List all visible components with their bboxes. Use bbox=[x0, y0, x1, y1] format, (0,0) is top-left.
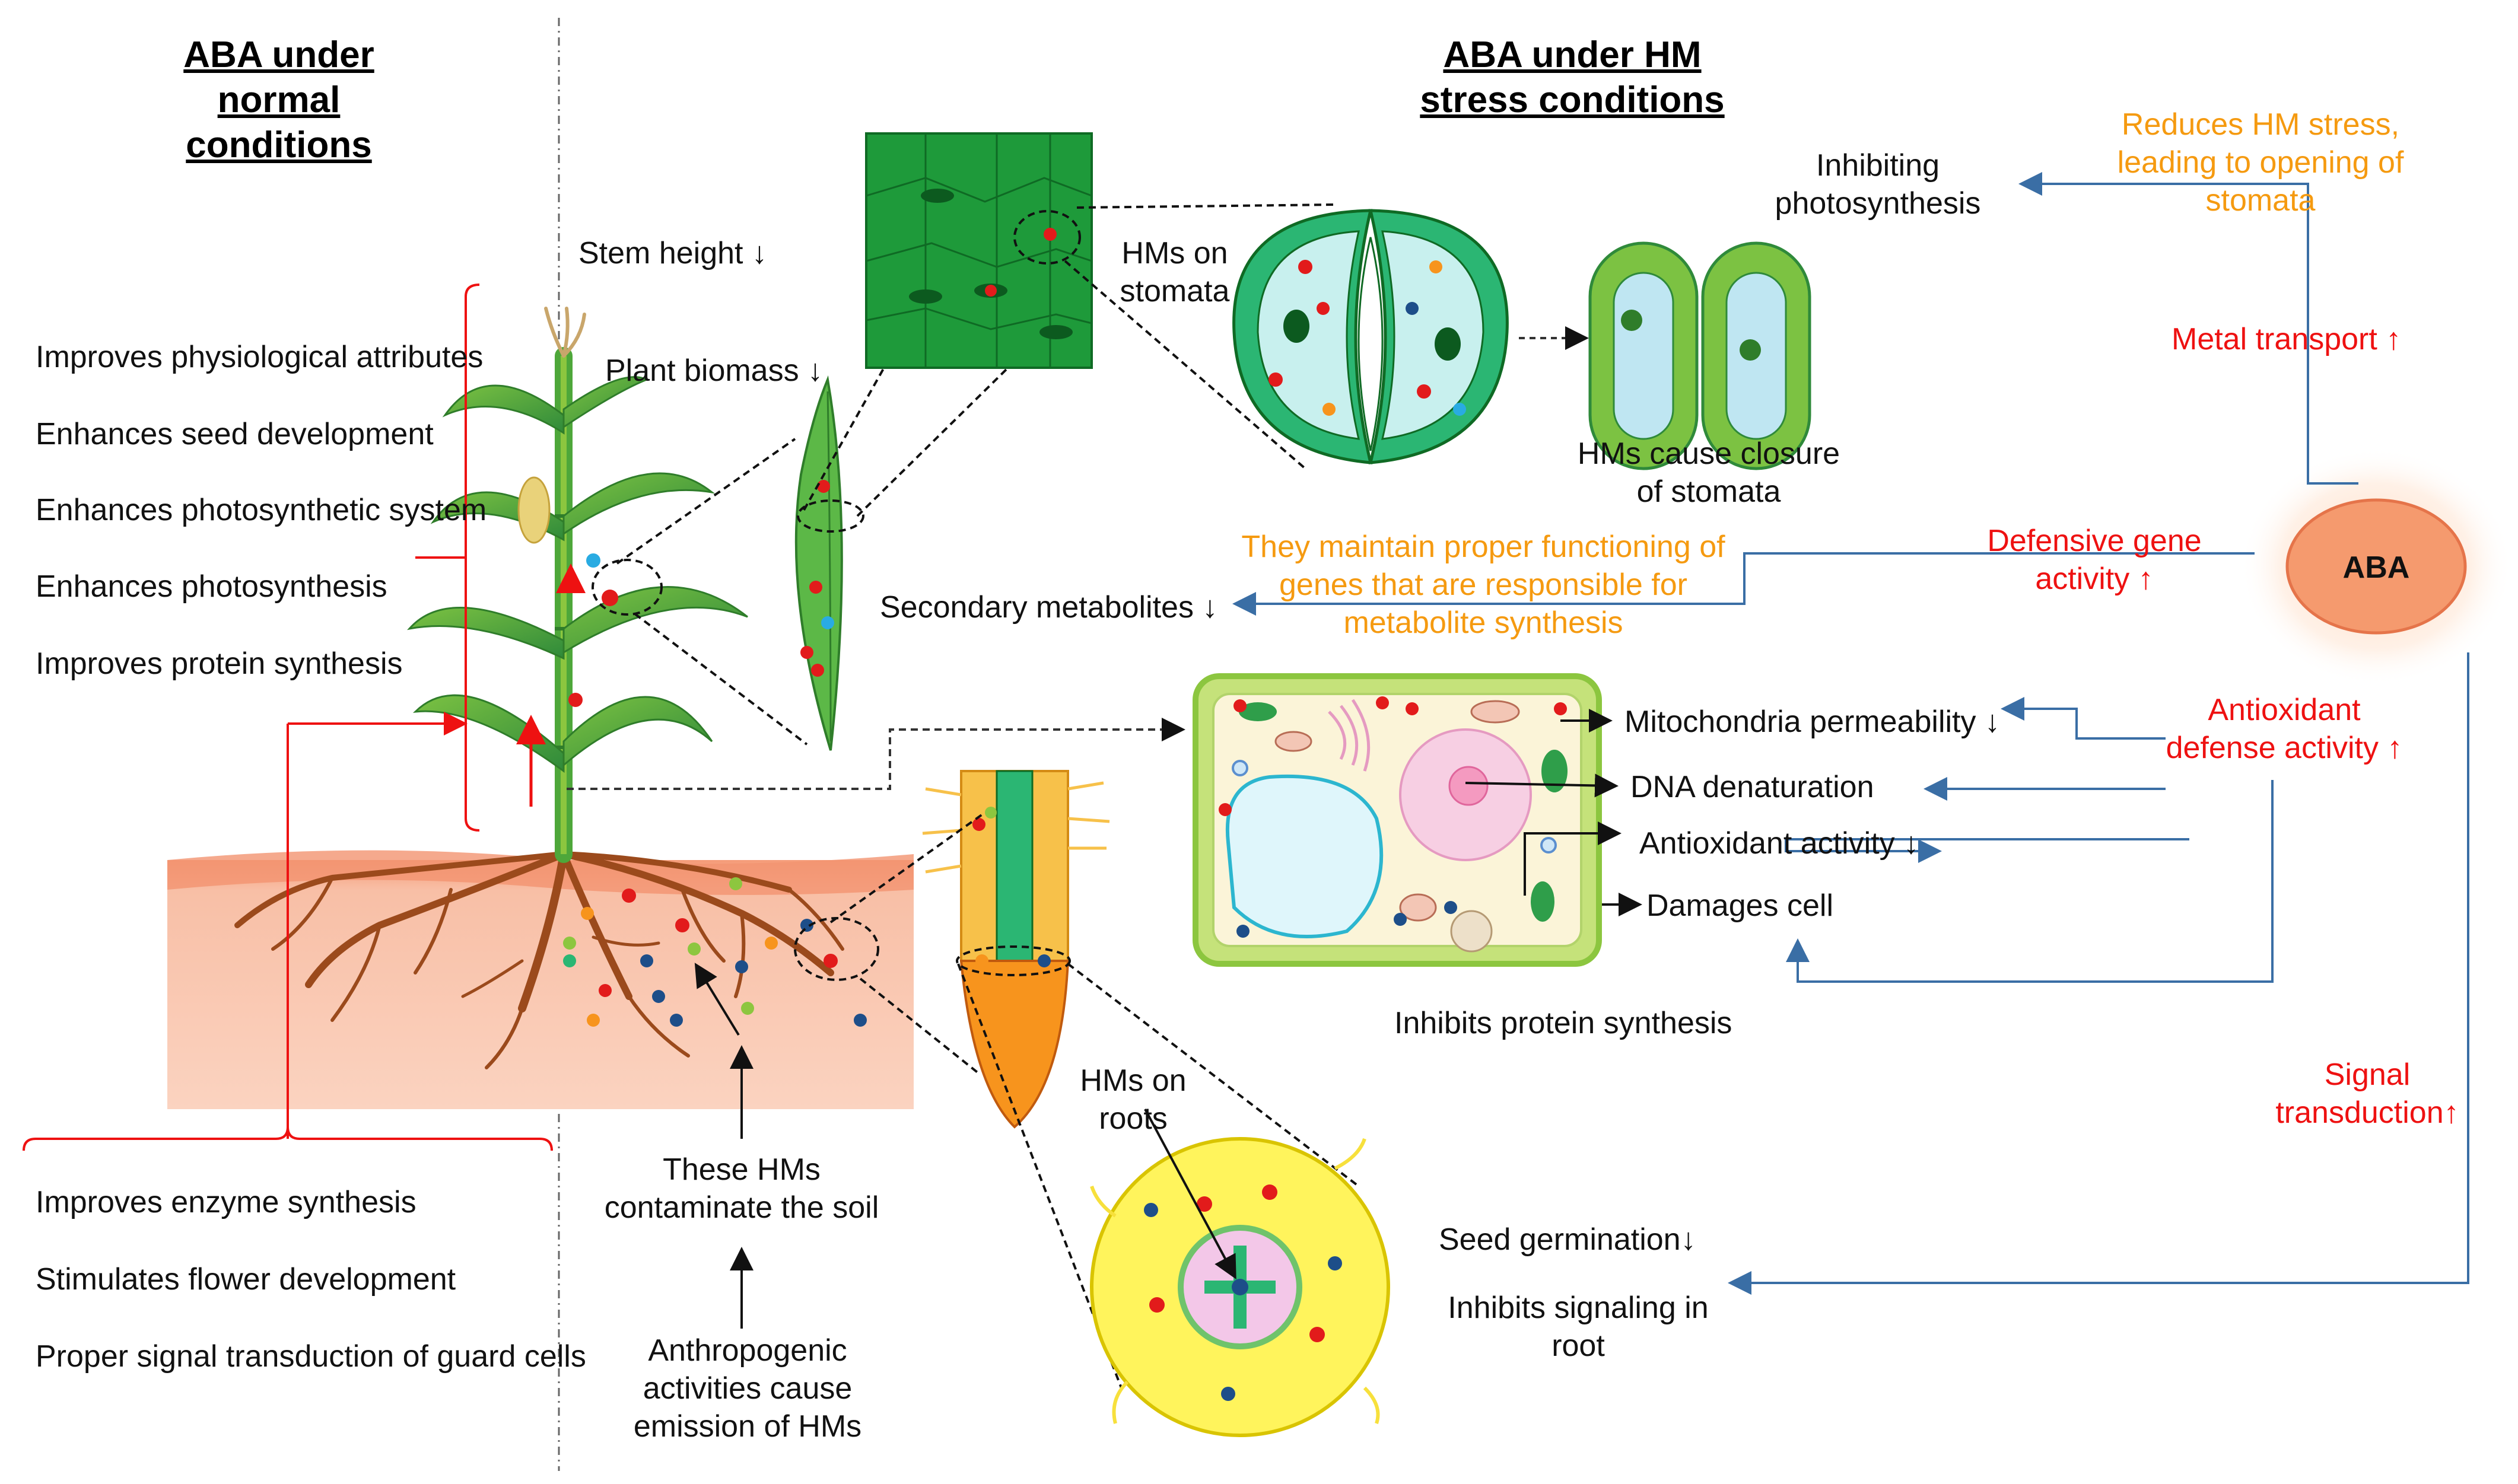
seed-germination-label: Seed germination↓ bbox=[1439, 1222, 1696, 1257]
antioxidant-defense-label: Antioxidant defense activity ↑ bbox=[2166, 693, 2403, 765]
aba-connectors bbox=[1232, 172, 2469, 1295]
stem-height-label: Stem height ↓ bbox=[578, 236, 767, 270]
reduces-stress-label: Reduces HM stress, leading to opening of… bbox=[2117, 107, 2404, 218]
benefit-item: Stimulates flower development bbox=[36, 1262, 456, 1297]
soil bbox=[167, 850, 914, 1109]
benefit-brackets bbox=[23, 284, 553, 1151]
mitochondria-permeability-label: Mitochondria permeability ↓ bbox=[1624, 705, 2000, 739]
plant-leaves bbox=[407, 376, 748, 773]
hms-closure-label: HMs cause closure of stomata bbox=[1577, 437, 1840, 509]
stomata-closed bbox=[1588, 241, 1811, 470]
inhibits-protein-label: Inhibits protein synthesis bbox=[1394, 1006, 1732, 1040]
root-tip bbox=[922, 770, 1110, 1129]
leaf-epidermis bbox=[865, 132, 1093, 369]
plant-biomass-label: Plant biomass ↓ bbox=[605, 354, 824, 388]
plant-stem bbox=[544, 307, 586, 863]
contaminate-soil-label: These HMs contaminate the soil bbox=[604, 1152, 879, 1225]
soil-hm-dots bbox=[563, 877, 867, 1027]
aba-node bbox=[2285, 498, 2467, 635]
anthropogenic-label: Anthropogenic activities cause emission … bbox=[633, 1333, 862, 1444]
hms-on-roots-label: HMs on roots bbox=[1080, 1063, 1187, 1136]
root-cross-section bbox=[1090, 1137, 1390, 1437]
inhibiting-photosynthesis-label: Inhibiting photosynthesis bbox=[1775, 148, 1981, 221]
benefit-item: Enhances photosynthesis bbox=[36, 569, 387, 604]
benefit-item: Enhances seed development bbox=[36, 417, 434, 451]
maintain-genes-label: They maintain proper functioning of gene… bbox=[1241, 530, 1725, 640]
benefit-item: Improves physiological attributes bbox=[36, 340, 484, 374]
damages-cell-label: Damages cell bbox=[1646, 889, 1834, 923]
benefit-item: Proper signal transduction of guard cell… bbox=[36, 1339, 586, 1374]
metal-transport-label: Metal transport ↑ bbox=[2172, 322, 2402, 356]
defensive-gene-label: Defensive gene activity ↑ bbox=[1987, 524, 2202, 596]
secondary-metabolites-label: Secondary metabolites ↓ bbox=[880, 590, 1218, 625]
benefit-item: Improves protein synthesis bbox=[36, 647, 403, 681]
dna-denaturation-label: DNA denaturation bbox=[1630, 770, 1874, 804]
left-section-title: ABA under normal conditions bbox=[183, 34, 374, 165]
stomata-open bbox=[1232, 209, 1509, 464]
signal-transduction-label: Signal transduction↑ bbox=[2275, 1058, 2459, 1130]
leaf-focus-circle bbox=[592, 559, 663, 616]
inhibits-signaling-label: Inhibits signaling in root bbox=[1448, 1291, 1709, 1363]
hms-on-stomata-label: HMs on stomata bbox=[1120, 236, 1230, 308]
leaf-closeup bbox=[794, 375, 843, 751]
benefit-item: Improves enzyme synthesis bbox=[36, 1185, 417, 1219]
right-section-title: ABA under HM stress conditions bbox=[1420, 34, 1725, 120]
antioxidant-activity-label: Antioxidant activity ↓ bbox=[1639, 826, 1919, 861]
plant-cell bbox=[1193, 673, 1602, 967]
aba-label: ABA bbox=[2342, 550, 2410, 585]
benefit-item: Enhances photosynthetic system bbox=[36, 493, 487, 527]
plant-roots bbox=[234, 850, 844, 1069]
